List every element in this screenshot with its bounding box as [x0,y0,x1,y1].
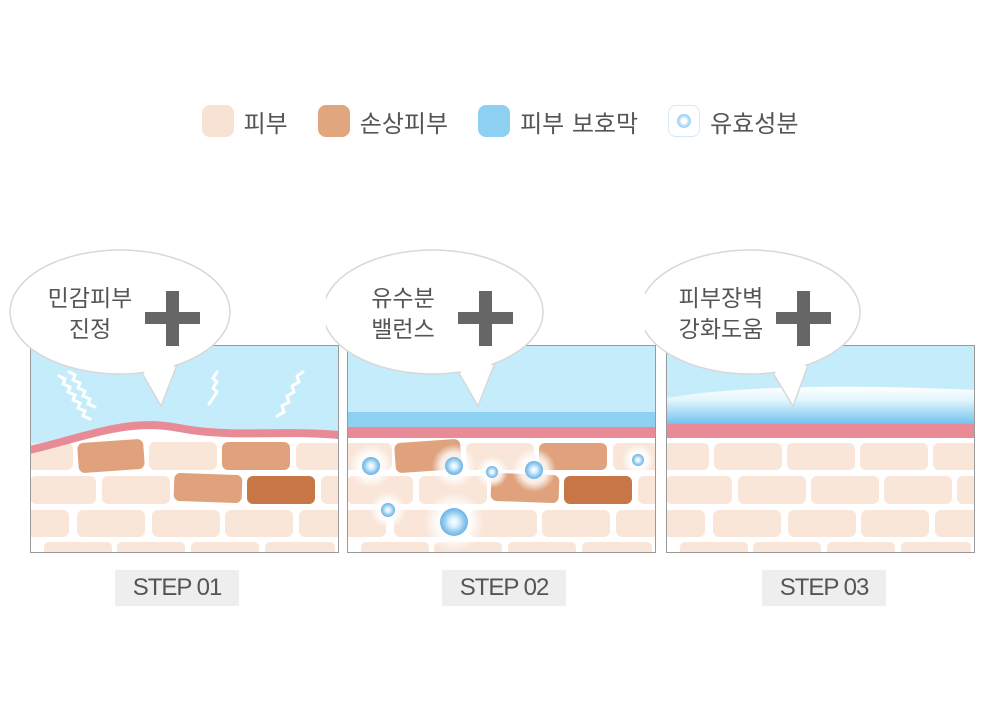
bubble-line-2: 강화도움 [678,317,764,343]
barrier-swatch [478,105,511,137]
step-01-label: STEP 01 [115,570,239,606]
bubble-line-2: 진정 [68,317,112,343]
barrier-layer [347,412,656,427]
legend-item-active-ingredient: 유효성분 [668,104,798,139]
damaged-cells [77,439,315,504]
skin-cells [666,443,975,553]
step-01-illustration [9,249,339,553]
plus-icon [776,291,831,346]
bubble-line-2: 밸런스 [371,317,435,343]
legend-item-skin: 피부 [201,104,288,139]
legend-label: 유효성분 [710,109,799,138]
bubble-text: 민감피부 진정 [30,284,150,346]
legend-label: 피부 보호막 [520,109,639,138]
legend-item-damaged-skin: 손상피부 [317,104,449,139]
skin-membrane [666,424,975,438]
bubble-line-1: 피부장벽 [678,286,764,312]
active-ingredient-beads [349,444,654,552]
damaged-cells [394,439,632,504]
legend-label: 손상피부 [359,109,449,138]
step-03-label: STEP 03 [762,570,886,606]
active-ingredient-swatch [668,105,701,137]
step-03-illustration [645,249,975,553]
skin-membrane [347,427,656,438]
plus-icon [145,291,200,346]
bubble-line-1: 유수분 [371,286,435,312]
plus-icon [458,291,513,346]
damaged-skin-swatch [317,105,350,137]
step-02-illustration [326,249,656,553]
irritation-marks [57,370,305,421]
legend: 피부 손상피부 피부 보호막 유효성분 [0,102,1000,140]
step-01-panel: 민감피부 진정 [9,248,339,553]
step-02-label: STEP 02 [442,570,566,606]
step-02-panel: 유수분 밸런스 [326,248,656,553]
skin-membrane [30,421,339,454]
bubble-text: 피부장벽 강화도움 [661,284,781,346]
step-03-panel: 피부장벽 강화도움 [645,248,975,553]
legend-item-barrier: 피부 보호막 [478,104,638,139]
legend-label: 피부 [243,109,288,138]
skin-swatch [201,105,234,137]
barrier-layer [666,386,975,424]
bubble-text: 유수분 밸런스 [343,284,463,346]
bubble-line-1: 민감피부 [47,286,133,312]
